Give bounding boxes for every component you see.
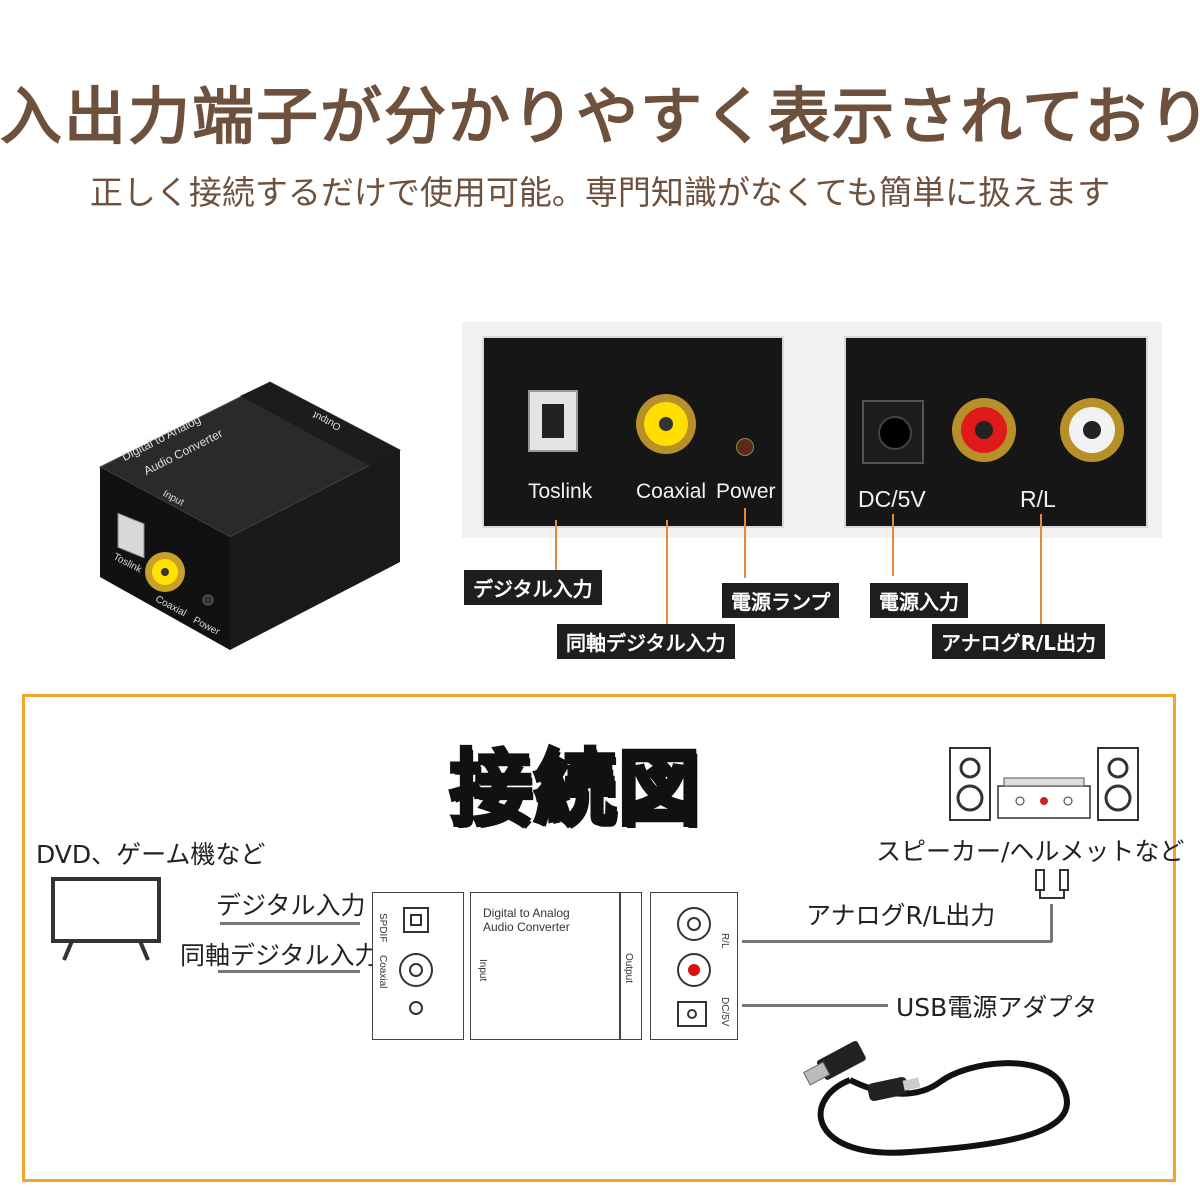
diagram-dc-label: DC/5V: [719, 997, 730, 1027]
diagram-output-panel: R/L DC/5V: [650, 892, 738, 1040]
speaker-icon: [949, 747, 1139, 821]
toslink-port: [528, 390, 578, 452]
diagram-coaxial-port: [399, 953, 433, 987]
input-panel-power-label: Power: [716, 480, 776, 503]
white-rca-port: [1060, 398, 1124, 462]
callout-analog-output: アナログR/L出力: [932, 624, 1106, 659]
diagram-converter-box: Digital to Analog Audio Converter Input …: [470, 892, 642, 1040]
input-panel: Toslink Coaxial Power: [482, 336, 784, 528]
diagram-rca-red-port: [677, 953, 711, 987]
diagram-source-label: DVD、ゲーム機など: [36, 840, 266, 869]
diagram-speakers-label: スピーカー/ヘルメットなど: [876, 837, 1185, 866]
tv-icon: [50, 876, 162, 964]
diagram-power-led: [409, 1001, 423, 1015]
diagram-box-input-label: Input: [477, 959, 488, 982]
dc-power-port: [862, 400, 924, 464]
callout-line-dc: [892, 514, 894, 576]
diagram-dc-port: [677, 1001, 707, 1027]
output-panel: DC/5V R/L: [844, 336, 1148, 528]
callout-line-rl: [1040, 514, 1042, 626]
callout-power-input: 電源入力: [870, 583, 968, 618]
output-panel-dc-label: DC/5V: [858, 486, 926, 512]
diagram-box-title-1: Digital to Analog: [483, 906, 570, 920]
diagram-spdif-label: SPDIF: [377, 913, 388, 943]
callout-line-toslink: [555, 520, 557, 575]
diagram-analog-output-label: アナログR/L出力: [806, 901, 996, 930]
usb-power-cable: [742, 1004, 888, 1007]
subheadline: 正しく接続するだけで使用可能。専門知識がなくても簡単に扱えます: [89, 173, 1111, 212]
connection-diagram-title: 接続図: [448, 740, 703, 839]
analog-output-cable-riser: [1050, 904, 1053, 942]
rca-plug-pair-icon: [1030, 868, 1074, 908]
power-led: [736, 438, 754, 456]
callout-line-power: [744, 508, 746, 578]
diagram-digital-input-label: デジタル入力: [216, 891, 366, 920]
diagram-rca-white-port: [677, 907, 711, 941]
callout-digital-input: デジタル入力: [464, 570, 602, 605]
callout-power-lamp: 電源ランプ: [722, 583, 840, 618]
converter-device-drawing: [98, 381, 402, 650]
coaxial-port: [636, 394, 696, 454]
headline: 入出力端子が分かりやすく表示されており: [0, 80, 1200, 153]
input-panel-coaxial-label: Coaxial: [636, 480, 707, 503]
diagram-box-title-2: Audio Converter: [483, 920, 570, 934]
output-panel-rl-label: R/L: [1020, 486, 1056, 512]
callout-line-coaxial: [666, 520, 668, 625]
diagram-rl-label: R/L: [719, 933, 730, 949]
usb-cable-photo: [790, 1030, 1090, 1162]
diagram-input-panel: SPDIF Coaxial: [372, 892, 464, 1040]
input-panel-toslink-label: Toslink: [528, 480, 593, 503]
connection-diagram-frame: [22, 694, 1176, 1182]
diagram-usb-power-label: USB電源アダプタ: [896, 993, 1098, 1022]
coaxial-input-cable: [218, 970, 360, 973]
analog-output-cable: [742, 940, 1052, 943]
callout-coaxial-input: 同軸デジタル入力: [557, 624, 735, 659]
diagram-coaxial-input-label: 同軸デジタル入力: [180, 941, 380, 970]
converter-device-photo: Digital to Analog Audio Converter Input …: [90, 372, 410, 662]
speaker-system-icon: [948, 746, 1140, 822]
digital-input-cable: [220, 922, 360, 925]
diagram-box-output-label: Output: [623, 953, 634, 984]
diagram-spdif-port: [403, 907, 429, 933]
diagram-coaxial-label: Coaxial: [377, 955, 388, 989]
red-rca-port: [952, 398, 1016, 462]
